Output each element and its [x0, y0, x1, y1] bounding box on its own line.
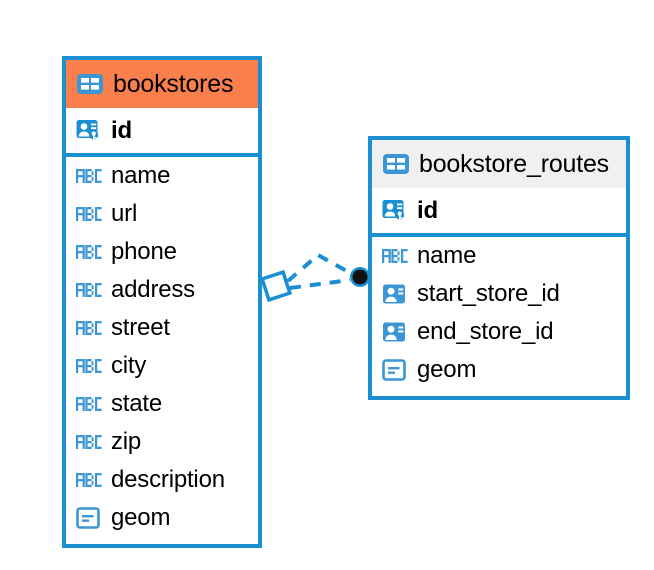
- field-name: street: [111, 314, 170, 341]
- field-row-address[interactable]: address: [66, 271, 258, 309]
- field-row-description[interactable]: description: [66, 461, 258, 499]
- text-abc-icon: [76, 471, 102, 489]
- field-name: end_store_id: [417, 318, 554, 345]
- field-name: start_store_id: [417, 280, 560, 307]
- relationship-line-upper: [286, 252, 353, 283]
- field-row-url[interactable]: url: [66, 195, 258, 233]
- field-row-city[interactable]: city: [66, 347, 258, 385]
- field-row-primary-key[interactable]: id: [372, 188, 626, 233]
- primary-key-separator: [372, 233, 626, 237]
- geometry-icon: [76, 507, 102, 529]
- text-abc-icon: [76, 357, 102, 375]
- entity-title: bookstores: [113, 69, 234, 98]
- entity-header-bookstore-routes[interactable]: bookstore_routes: [372, 140, 626, 188]
- text-abc-icon: [76, 395, 102, 413]
- foreign-key-icon: [382, 283, 408, 305]
- field-name: name: [417, 242, 477, 269]
- primary-key-icon: [382, 199, 408, 223]
- field-name: phone: [111, 238, 177, 265]
- field-name: state: [111, 390, 163, 417]
- text-abc-icon: [76, 167, 102, 185]
- field-row-geom[interactable]: geom: [66, 499, 258, 537]
- relationship-line-lower: [289, 278, 351, 290]
- entity-bookstores[interactable]: bookstores id: [62, 56, 262, 548]
- field-name: id: [417, 196, 438, 224]
- field-row-name[interactable]: name: [66, 157, 258, 195]
- field-name: city: [111, 352, 147, 379]
- text-abc-icon: [76, 319, 102, 337]
- field-row-end-store-id[interactable]: end_store_id: [372, 313, 626, 351]
- field-name: description: [111, 466, 225, 493]
- primary-key-icon: [76, 119, 102, 143]
- field-name: url: [111, 200, 138, 227]
- field-list-bookstore-routes: name start_store_id: [372, 237, 626, 389]
- field-row-state[interactable]: state: [66, 385, 258, 423]
- geometry-icon: [382, 359, 408, 381]
- field-name: id: [111, 116, 132, 144]
- field-row-zip[interactable]: zip: [66, 423, 258, 461]
- table-icon: [76, 73, 104, 95]
- field-name: geom: [111, 504, 171, 531]
- field-row-primary-key[interactable]: id: [66, 108, 258, 153]
- text-abc-icon: [76, 243, 102, 261]
- entity-header-bookstores[interactable]: bookstores: [66, 60, 258, 108]
- endpoint-ring: [350, 267, 370, 287]
- field-name: geom: [417, 356, 477, 383]
- field-name: zip: [111, 428, 142, 455]
- field-row-start-store-id[interactable]: start_store_id: [372, 275, 626, 313]
- field-name: address: [111, 276, 195, 303]
- diamond-outline-icon: [259, 269, 293, 303]
- endpoint-dot-icon: [352, 269, 368, 285]
- foreign-key-icon: [382, 321, 408, 343]
- entity-title: bookstore_routes: [419, 149, 609, 178]
- table-icon: [382, 153, 410, 175]
- text-abc-icon: [76, 205, 102, 223]
- text-abc-icon: [76, 433, 102, 451]
- field-row-name[interactable]: name: [372, 237, 626, 275]
- primary-key-separator: [66, 153, 258, 157]
- field-name: name: [111, 162, 171, 189]
- field-row-phone[interactable]: phone: [66, 233, 258, 271]
- text-abc-icon: [76, 281, 102, 299]
- text-abc-icon: [382, 247, 408, 265]
- entity-bookstore-routes[interactable]: bookstore_routes id: [368, 136, 630, 400]
- field-row-geom[interactable]: geom: [372, 351, 626, 389]
- field-row-street[interactable]: street: [66, 309, 258, 347]
- field-list-bookstores: name u: [66, 157, 258, 537]
